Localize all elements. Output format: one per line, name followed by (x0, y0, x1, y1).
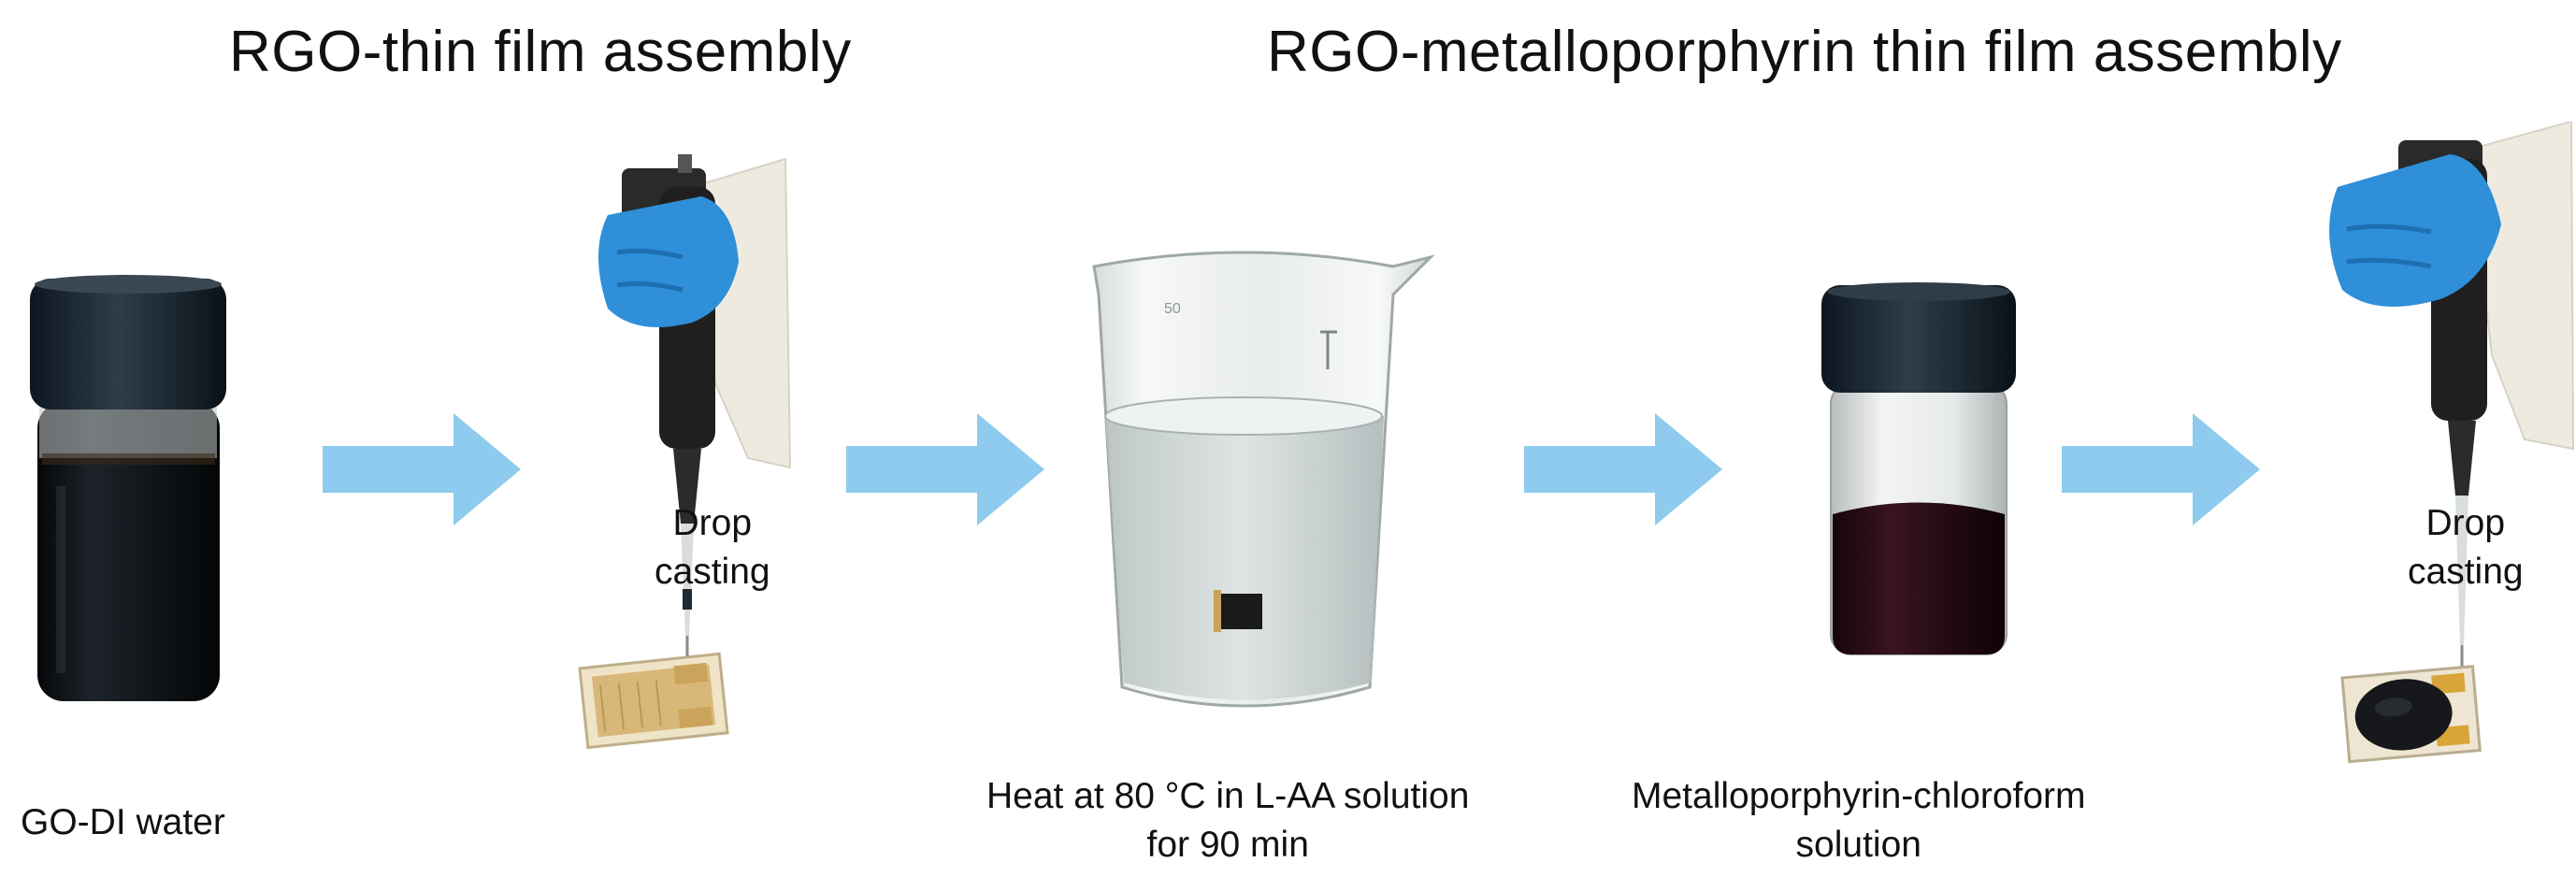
label-heat-step-line1: Heat at 80 °C in L-AA solution (986, 776, 1470, 816)
beaker-icon: 50 (1092, 251, 1435, 708)
title-rgo-metalloporphyrin: RGO-metalloporphyrin thin film assembly (1267, 20, 2342, 84)
label-drop-casting-1-line1: Drop (672, 503, 753, 543)
arrow-right-icon (1524, 413, 1722, 525)
arrow-right-icon (2062, 413, 2260, 525)
title-rgo-thin-film: RGO-thin film assembly (229, 20, 852, 84)
label-drop-casting-2-line1: Drop (2425, 503, 2506, 543)
svg-text:50: 50 (1164, 301, 1181, 317)
go-vial-icon (30, 275, 226, 701)
label-drop-casting-2-line2: casting (2408, 552, 2524, 592)
label-drop-casting-1-line2: casting (655, 552, 770, 592)
label-drop-casting-2: Drop casting (2408, 499, 2524, 596)
label-drop-casting-1: Drop casting (655, 499, 770, 596)
arrow-right-icon (846, 413, 1044, 525)
label-heat-step: Heat at 80 °C in L-AA solution for 90 mi… (986, 772, 1469, 869)
label-metalloporphyrin-line2: solution (1795, 825, 1921, 865)
label-heat-step-line2: for 90 min (1146, 825, 1309, 865)
metalloporphyrin-vial-icon (1821, 282, 2016, 655)
pipette-drop-casting-1-icon (578, 154, 792, 750)
label-metalloporphyrin-solution: Metalloporphyrin-chloroform solution (1632, 772, 2086, 869)
label-metalloporphyrin-line1: Metalloporphyrin-chloroform (1632, 776, 2086, 816)
label-go-di-water: GO-DI water (21, 802, 225, 842)
arrow-right-icon (323, 413, 521, 525)
pipette-drop-casting-2-icon (2329, 122, 2575, 764)
